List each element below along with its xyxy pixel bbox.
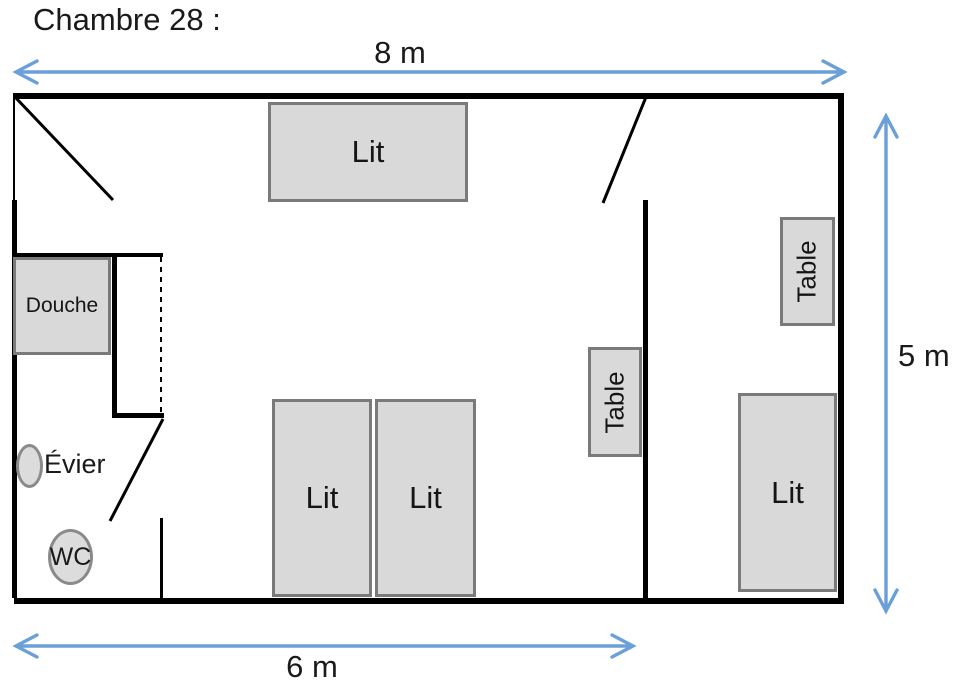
sink-basin — [16, 444, 43, 488]
table-right: Table — [780, 217, 835, 326]
wall-shower-bottom — [112, 413, 164, 418]
wall-room-divider — [643, 200, 648, 598]
bed-pair-right-label: Lit — [409, 480, 442, 515]
dimension-label-bottom: 6 m — [286, 649, 338, 684]
wall-shower-right — [112, 255, 117, 417]
toilet: WC — [48, 529, 93, 585]
dimension-label-right: 5 m — [898, 338, 950, 373]
bed-top: Lit — [268, 102, 468, 202]
bed-pair-left: Lit — [272, 399, 372, 597]
wall-left-door-jamb — [13, 93, 15, 203]
dimension-label-top: 8 m — [374, 35, 426, 70]
door-swing-entry-right — [601, 96, 648, 204]
table-right-label: Table — [792, 240, 822, 303]
wall-bathroom-door-jamb — [160, 518, 163, 598]
sink-label: Évier — [44, 449, 106, 479]
table-center: Table — [588, 347, 642, 457]
bed-pair-left-label: Lit — [305, 480, 339, 515]
bed-right-label: Lit — [771, 474, 804, 510]
page-title: Chambre 28 : — [33, 2, 221, 37]
door-swing-entry-left — [13, 95, 115, 202]
wall-right — [838, 93, 844, 604]
dim-arrow-right — [873, 112, 899, 615]
toilet-label: WC — [49, 542, 92, 571]
door-swing-bathroom — [108, 418, 165, 522]
wall-bathroom-top — [14, 253, 163, 257]
wall-bottom — [14, 598, 844, 604]
shower: Douche — [13, 257, 111, 355]
shower-label: Douche — [25, 294, 99, 317]
table-center-label: Table — [599, 370, 630, 434]
bed-top-label: Lit — [351, 134, 385, 169]
bed-pair-right: Lit — [375, 399, 476, 597]
wall-left — [12, 200, 17, 598]
wall-top — [14, 93, 844, 99]
bed-right: Lit — [738, 393, 837, 592]
